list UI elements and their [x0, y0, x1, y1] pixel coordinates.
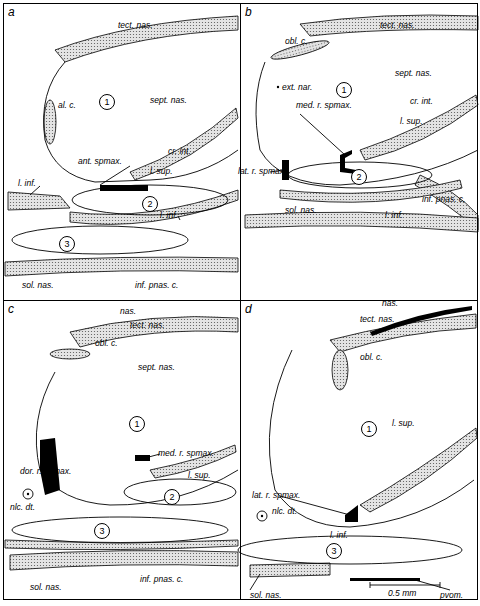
part-label: sept. nas.: [138, 362, 175, 372]
cavity-number-text: 3: [64, 239, 69, 249]
part-label: pvom.: [440, 590, 463, 600]
cavity-number-text: 2: [356, 172, 361, 182]
cavity-number: 3: [94, 523, 110, 539]
cavity-number: 1: [99, 94, 115, 110]
cavity-number-text: 1: [366, 424, 371, 434]
part-label: obl. c.: [95, 338, 118, 348]
part-label: nlc. dt.: [10, 502, 35, 512]
part-label: al. c.: [58, 100, 76, 110]
figure-panel: b 1 2: [240, 3, 478, 301]
part-label: l. inf.: [160, 210, 178, 220]
part-label: med. r. spmax.: [158, 448, 214, 458]
part-label: tect. nas.: [118, 20, 153, 30]
cavity-number-text: 1: [134, 419, 139, 429]
part-label: sol. nas.: [22, 280, 54, 290]
part-label: l. inf.: [330, 530, 348, 540]
part-label: l. sup.: [188, 470, 211, 480]
cavity-number-text: 3: [331, 546, 336, 556]
part-label: ext. nar.: [282, 82, 312, 92]
part-label: nas.: [120, 306, 136, 316]
cavity-number: 2: [142, 196, 158, 212]
part-label: inf. pnas. c.: [135, 280, 178, 290]
part-label: 0.5 mm: [388, 588, 416, 598]
part-label: obl. c.: [360, 352, 383, 362]
cavity-number: 1: [336, 82, 352, 98]
panel-letter: c: [8, 302, 14, 316]
part-label: med. r. spmax.: [296, 100, 352, 110]
part-label: nas.: [382, 298, 398, 308]
cavity-number-text: 1: [341, 85, 346, 95]
part-label: lat. r. spmax.: [238, 166, 286, 176]
part-label: cr. int.: [410, 96, 433, 106]
part-label: cr. int.: [168, 146, 191, 156]
panel-letter: d: [245, 302, 252, 316]
cavity-number-text: 2: [169, 492, 174, 502]
part-label: nlc. dt.: [272, 506, 297, 516]
figure-panel: a 1 2 3: [3, 3, 241, 301]
cavity-number: 1: [361, 421, 377, 437]
part-label: tect. nas.: [380, 20, 415, 30]
part-label: inf. pnas. c.: [140, 574, 183, 584]
part-label: dor. r. spmax.: [20, 466, 71, 476]
part-label: sol. nas.: [30, 582, 62, 592]
part-label: sept. nas.: [395, 68, 432, 78]
cavity-number: 2: [164, 489, 180, 505]
part-label: inf. pnas. c.: [422, 194, 465, 204]
cavity-number: 3: [326, 543, 342, 559]
part-label: tect. nas.: [360, 314, 395, 324]
part-label: l. sup.: [392, 418, 415, 428]
part-label: l. sup.: [400, 116, 423, 126]
cavity-number: 1: [129, 416, 145, 432]
part-label: l. inf.: [385, 210, 403, 220]
cavity-number: 2: [351, 169, 367, 185]
part-label: ant. spmax.: [78, 156, 122, 166]
part-label: sol. nas.: [250, 590, 282, 600]
cavity-number: 3: [59, 236, 75, 252]
part-label: obl. c.: [285, 36, 308, 46]
part-label: sept. nas.: [150, 95, 187, 105]
figure-panel: d 1 3: [240, 300, 478, 600]
part-label: l. inf.: [18, 178, 36, 188]
part-label: l. sup.: [150, 166, 173, 176]
panel-letter: b: [245, 5, 252, 19]
cavity-number-text: 3: [99, 526, 104, 536]
part-label: lat. r. spmax.: [252, 490, 300, 500]
part-label: tect. nas.: [130, 320, 165, 330]
cavity-number-text: 1: [104, 97, 109, 107]
part-label: sol. nas.: [285, 205, 317, 215]
panel-letter: a: [8, 5, 15, 19]
cavity-number-text: 2: [147, 199, 152, 209]
